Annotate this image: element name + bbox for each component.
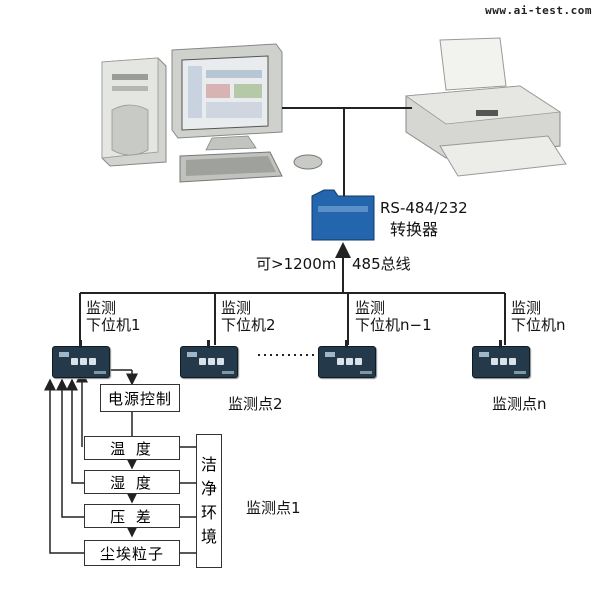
unit-n-label-a: 监测	[511, 299, 542, 317]
monitor-unit-n-1-device	[318, 340, 376, 378]
temperature-box: 温 度	[84, 436, 180, 460]
clean-env-char-2: 净	[200, 479, 217, 498]
point-n-label: 监测点n	[492, 395, 547, 413]
converter-label-model: RS-484/232	[380, 199, 468, 217]
point-1-label: 监测点1	[246, 499, 301, 517]
bus-name-label: 485总线	[352, 255, 411, 273]
unit-1-label-b: 下位机1	[86, 316, 141, 334]
site-url: www.ai-test.com	[485, 4, 592, 17]
dust-particles-box: 尘埃粒子	[84, 540, 180, 566]
unit-n-1-label-a: 监测	[355, 299, 386, 317]
unit-n-label-b: 下位机n	[511, 316, 566, 334]
unit-2-label-a: 监测	[221, 299, 252, 317]
computer-icon	[101, 43, 323, 183]
converter-label-name: 转换器	[390, 220, 439, 239]
clean-environment-box: 洁 净 环 境	[196, 434, 222, 568]
monitor-unit-n-device	[472, 340, 530, 378]
clean-env-char-1: 洁	[200, 455, 217, 474]
converter-icon	[311, 189, 375, 241]
clean-env-char-4: 境	[200, 527, 217, 546]
unit-n-1-label-b: 下位机n−1	[355, 316, 432, 334]
printer-icon	[404, 37, 567, 177]
unit-1-label-a: 监测	[86, 299, 117, 317]
monitor-unit-1-device	[52, 340, 110, 378]
bus-distance-label: 可>1200m	[256, 255, 337, 273]
unit-2-label-b: 下位机2	[221, 316, 276, 334]
humidity-box: 湿 度	[84, 470, 180, 494]
pressure-diff-box: 压 差	[84, 504, 180, 528]
clean-env-char-3: 环	[200, 503, 217, 522]
monitor-unit-2-device	[180, 340, 238, 378]
point-2-label: 监测点2	[228, 395, 283, 413]
power-control-box: 电源控制	[100, 384, 180, 412]
